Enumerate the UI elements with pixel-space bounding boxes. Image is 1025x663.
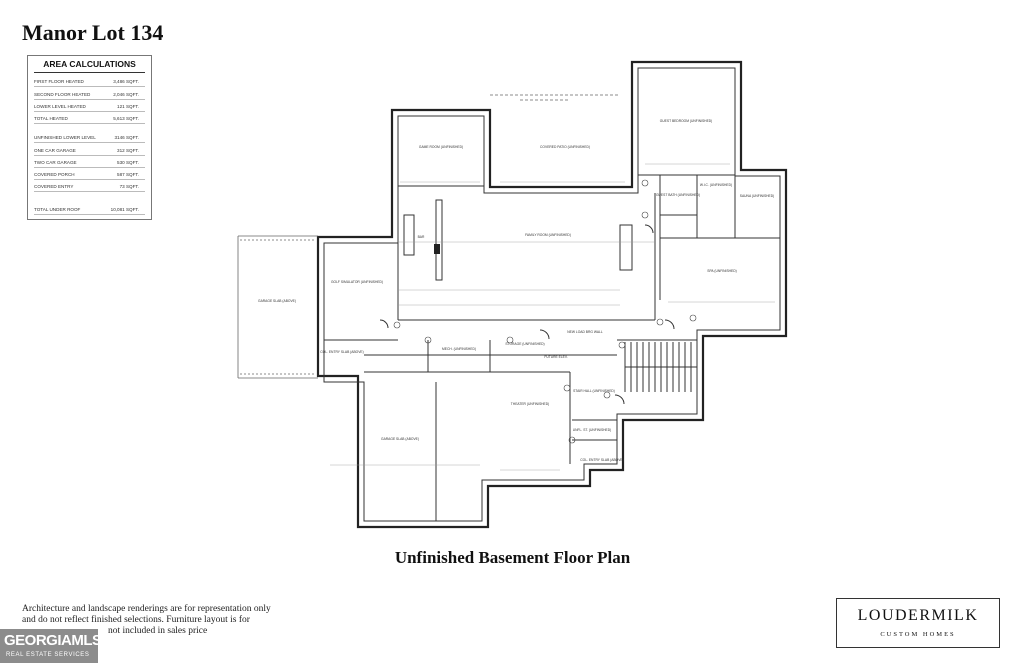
room-label-spa: SPA (UNFINISHED) xyxy=(707,269,736,273)
area-row: COVERED ENTRY 73 SQFT. xyxy=(34,184,145,192)
area-row-label: FIRST FLOOR HEATED xyxy=(34,79,84,84)
room-label-covered-patio: COVERED PATIO (UNFINISHED) xyxy=(540,145,590,149)
room-label-cov-entry: COL. ENTRY SLAB (ABOVE) xyxy=(580,458,623,462)
area-row-value: 587 SQFT. xyxy=(117,172,139,177)
mls-watermark: GEORGIAMLS REAL ESTATE SERVICES xyxy=(0,629,102,663)
room-label-family-room: FAMILY ROOM (UNFINISHED) xyxy=(525,233,571,237)
area-row: ONE CAR GARAGE 312 SQFT. xyxy=(34,148,145,156)
builder-subtitle: CUSTOM HOMES xyxy=(880,631,956,638)
area-row-value: 530 SQFT. xyxy=(117,160,139,165)
disclaimer-text: Architecture and landscape renderings ar… xyxy=(22,604,292,637)
area-row-label: UNFINISHED LOWER LEVEL xyxy=(34,135,96,140)
disclaimer-line: Architecture and landscape renderings ar… xyxy=(22,604,271,614)
closet xyxy=(619,224,633,271)
room-label-game-room: GAME ROOM (UNFINISHED) xyxy=(419,145,463,149)
room-label-garage-slab-bottom: GARAGE SLAB (ABOVE) xyxy=(381,437,419,441)
room-label-new-load-wall: NEW LOAD BRG WALL xyxy=(567,330,603,334)
door-swing xyxy=(379,319,389,329)
room-label-unfl-storage: UNFL. ST. (UNFINISHED) xyxy=(573,428,611,432)
area-row-value: 73 SQFT. xyxy=(119,184,139,189)
room-label-future-elev: FUTURE ELEV. xyxy=(544,355,568,359)
garage-slab-left-outline xyxy=(237,235,318,379)
room-label-stair-hall: STAIR HALL (UNFINISHED) xyxy=(573,389,615,393)
area-row-label: TOTAL UNDER ROOF xyxy=(34,207,81,212)
room-label-storage: STORAGE (UNFINISHED) xyxy=(505,342,544,346)
room-label-garage-slab-left: GARAGE SLAB (ABOVE) xyxy=(258,299,296,303)
area-row-value: 3146 SQFT. xyxy=(114,135,139,140)
room-label-guest-bath: GUEST BATH (UNFINISHED) xyxy=(656,193,700,197)
mls-watermark-main: GEORGIAMLS xyxy=(4,632,102,649)
area-row-value: 2,046 SQFT. xyxy=(113,92,139,97)
disclaimer-line: and do not reflect finished selections. … xyxy=(22,615,250,625)
area-row: COVERED PORCH 587 SQFT. xyxy=(34,172,145,180)
builder-name: LOUDERMILK xyxy=(857,607,979,624)
mls-watermark-sub: REAL ESTATE SERVICES xyxy=(6,652,90,658)
plan-outer-wall xyxy=(316,60,788,529)
area-row-value: 5,613 SQFT. xyxy=(113,116,139,121)
covered-patio-dashed xyxy=(490,94,620,101)
bar-counter xyxy=(403,214,415,256)
area-row: TWO CAR GARAGE 530 SQFT. xyxy=(34,160,145,168)
plan-caption: Unfinished Basement Floor Plan xyxy=(394,548,631,567)
room-label-col-entry: COL. ENTRY SLAB (ABOVE) xyxy=(320,350,363,354)
disclaimer-line: not included in sales price xyxy=(108,626,208,636)
door-swing xyxy=(664,319,675,330)
area-row-label: COVERED ENTRY xyxy=(34,184,74,189)
room-label-wic: W.I.C. (UNFINISHED) xyxy=(700,183,732,187)
door-swing xyxy=(539,329,550,340)
area-row-label: TOTAL HEATED xyxy=(34,116,68,121)
room-label-bar: BAR xyxy=(418,235,425,239)
door-swing xyxy=(614,394,625,405)
room-label-guest-bedroom: GUEST BEDROOM (UNFINISHED) xyxy=(660,119,713,123)
area-calculations-table: AREA CALCULATIONS FIRST FLOOR HEATED 3,48… xyxy=(27,55,152,220)
room-label-golf-simulator: GOLF SIMULATOR (UNFINISHED) xyxy=(331,280,383,284)
area-row-label: TWO CAR GARAGE xyxy=(34,160,77,165)
area-row-value: 121 SQFT. xyxy=(117,104,139,109)
room-label-mech: MECH. (UNFINISHED) xyxy=(442,347,476,351)
area-title-divider xyxy=(34,72,145,73)
area-row: LOWER LEVEL HEATED 121 SQFT. xyxy=(34,104,145,112)
area-row: SECOND FLOOR HEATED 2,046 SQFT. xyxy=(34,92,145,100)
area-row: TOTAL HEATED 5,613 SQFT. xyxy=(34,116,145,124)
area-calculations-title: AREA CALCULATIONS xyxy=(43,59,136,69)
builder-logo: LOUDERMILK CUSTOM HOMES xyxy=(836,598,1000,648)
column-post xyxy=(434,244,440,254)
plan-inner-wall xyxy=(323,67,781,522)
door-swing xyxy=(644,224,654,234)
area-row-label: SECOND FLOOR HEATED xyxy=(34,92,91,97)
room-label-theater: THEATER (UNFINISHED) xyxy=(511,402,549,406)
area-row-label: LOWER LEVEL HEATED xyxy=(34,104,86,109)
page-title: Manor Lot 134 xyxy=(22,20,164,45)
area-row-value: 312 SQFT. xyxy=(117,148,139,153)
area-row: FIRST FLOOR HEATED 3,486 SQFT. xyxy=(34,79,145,87)
area-row-value: 3,486 SQFT. xyxy=(113,79,139,84)
area-row: UNFINISHED LOWER LEVEL 3146 SQFT. xyxy=(34,135,145,143)
area-row-label: COVERED PORCH xyxy=(34,172,75,177)
area-row: TOTAL UNDER ROOF 10,081 SQFT. xyxy=(34,207,145,215)
room-label-sauna: SAUNA (UNFINISHED) xyxy=(740,194,774,198)
fireplace xyxy=(435,199,443,281)
area-row-value: 10,081 SQFT. xyxy=(110,207,139,212)
area-row-label: ONE CAR GARAGE xyxy=(34,148,76,153)
